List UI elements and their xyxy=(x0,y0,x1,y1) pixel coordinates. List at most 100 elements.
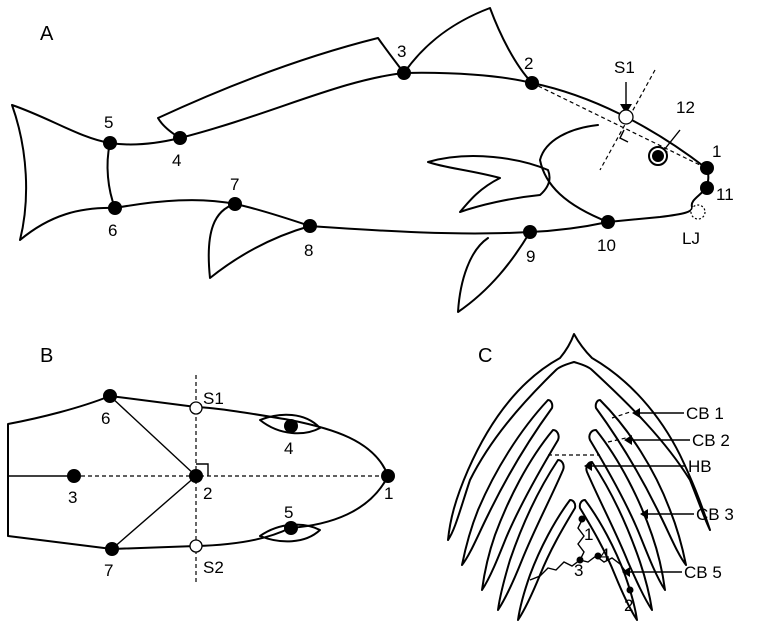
c-landmark-4 xyxy=(594,552,602,560)
s1-arrowhead xyxy=(620,104,632,114)
panel-b: B 1 2 3 4 5 6 7 S1 S2 xyxy=(7,345,395,585)
left-arch-3 xyxy=(497,459,565,611)
b-label-6: 6 xyxy=(101,409,110,428)
pectoral-fin xyxy=(427,155,551,213)
caudal-peduncle-line xyxy=(106,142,116,209)
c-label-3: 3 xyxy=(574,561,583,580)
c-landmark-1 xyxy=(578,515,586,523)
b-label-5: 5 xyxy=(284,503,293,522)
b-landmark-5 xyxy=(284,521,298,535)
b-label-s1: S1 xyxy=(203,389,224,408)
a-label-5: 5 xyxy=(104,113,113,132)
c-label-2: 2 xyxy=(624,596,633,615)
b-semilandmark-s2 xyxy=(189,539,203,553)
c-label-1: 1 xyxy=(584,525,593,544)
a-semilandmark-s1 xyxy=(618,109,634,125)
gill-arch-outer xyxy=(447,333,711,541)
landmark-12-dot xyxy=(652,150,664,162)
cb2-arrowhead xyxy=(624,435,632,445)
cb3-arrowhead xyxy=(640,509,648,519)
cb1-arrowhead xyxy=(632,408,640,418)
anal-fin xyxy=(457,231,531,313)
a-landmark-1 xyxy=(700,161,714,175)
panel-a-label: A xyxy=(40,23,54,45)
a-label-9: 9 xyxy=(526,247,535,266)
b-label-3: 3 xyxy=(68,488,77,507)
landmark-12-arrow xyxy=(663,129,681,151)
right-arch-3 xyxy=(585,461,653,611)
c-label-cb3: CB 3 xyxy=(696,505,734,524)
a-label-2: 2 xyxy=(524,54,533,73)
spiny-dorsal-fin xyxy=(157,37,405,139)
a-label-1: 1 xyxy=(712,142,721,161)
hb-arrowhead xyxy=(584,461,592,471)
c-label-hb: HB xyxy=(688,457,712,476)
cb2-dashed-line xyxy=(607,437,627,443)
a-label-11: 11 xyxy=(716,185,734,204)
a-label-s1: S1 xyxy=(614,58,635,77)
right-arch-1 xyxy=(594,399,687,566)
right-arch-2 xyxy=(588,429,666,591)
b-semilandmark-s1 xyxy=(189,401,203,415)
a-label-3: 3 xyxy=(397,42,406,61)
c-label-4: 4 xyxy=(600,545,609,564)
b-label-7: 7 xyxy=(104,561,113,580)
b-landmark-7 xyxy=(105,542,119,556)
a-landmark-lj xyxy=(690,204,706,220)
gill-raker-zigzag xyxy=(529,519,627,581)
a-label-4: 4 xyxy=(172,151,181,170)
a-landmark-3 xyxy=(397,66,411,80)
b-label-2: 2 xyxy=(203,484,212,503)
c-landmark-3 xyxy=(576,556,584,564)
b-label-s2: S2 xyxy=(203,558,224,577)
a-label-10: 10 xyxy=(597,236,616,255)
a-landmark-5 xyxy=(103,136,117,150)
a-landmark-9 xyxy=(523,225,537,239)
a-landmark-10 xyxy=(601,215,615,229)
fish-body-outline xyxy=(11,71,710,241)
b-line-6-2 xyxy=(109,395,197,477)
b-landmark-1 xyxy=(381,469,395,483)
a-label-lj: LJ xyxy=(682,229,700,248)
a-landmark-7 xyxy=(228,197,242,211)
a-label-12: 12 xyxy=(676,98,695,117)
a-landmark-2 xyxy=(525,76,539,90)
a-label-6: 6 xyxy=(108,221,117,240)
left-arch-4 xyxy=(517,499,577,621)
soft-dorsal-fin xyxy=(403,7,533,84)
left-arch-2 xyxy=(481,429,560,591)
c-label-cb5: CB 5 xyxy=(684,563,722,582)
a-landmark-4 xyxy=(173,131,187,145)
left-arch-1 xyxy=(461,399,554,566)
b-landmark-6 xyxy=(103,389,117,403)
right-angle-marker xyxy=(619,129,629,143)
a-landmark-11 xyxy=(700,181,714,195)
b-right-angle-marker xyxy=(196,463,209,476)
c-label-cb1: CB 1 xyxy=(686,404,724,423)
b-landmark-3 xyxy=(67,469,81,483)
b-line-7-2 xyxy=(111,475,197,550)
b-landmark-2 xyxy=(189,469,203,483)
panel-c-label: C xyxy=(478,345,492,367)
s1-baseline xyxy=(531,82,707,169)
a-label-8: 8 xyxy=(304,241,313,260)
a-label-7: 7 xyxy=(230,175,239,194)
a-landmark-6 xyxy=(108,201,122,215)
panel-c: C 1 2 xyxy=(447,333,734,621)
panel-a: A xyxy=(11,7,734,313)
right-eye-outline xyxy=(259,523,321,543)
c-landmark-2 xyxy=(626,586,634,594)
operculum xyxy=(539,124,609,223)
a-landmark-8 xyxy=(303,219,317,233)
b-label-1: 1 xyxy=(384,484,393,503)
left-eye-outline xyxy=(259,413,321,435)
c-label-cb2: CB 2 xyxy=(692,431,730,450)
pelvic-fin xyxy=(207,203,311,279)
b-label-4: 4 xyxy=(284,439,293,458)
right-arch-4 xyxy=(578,499,638,621)
panel-b-label: B xyxy=(40,345,53,367)
cb5-arrowhead xyxy=(622,567,630,577)
b-landmark-4 xyxy=(284,419,298,433)
